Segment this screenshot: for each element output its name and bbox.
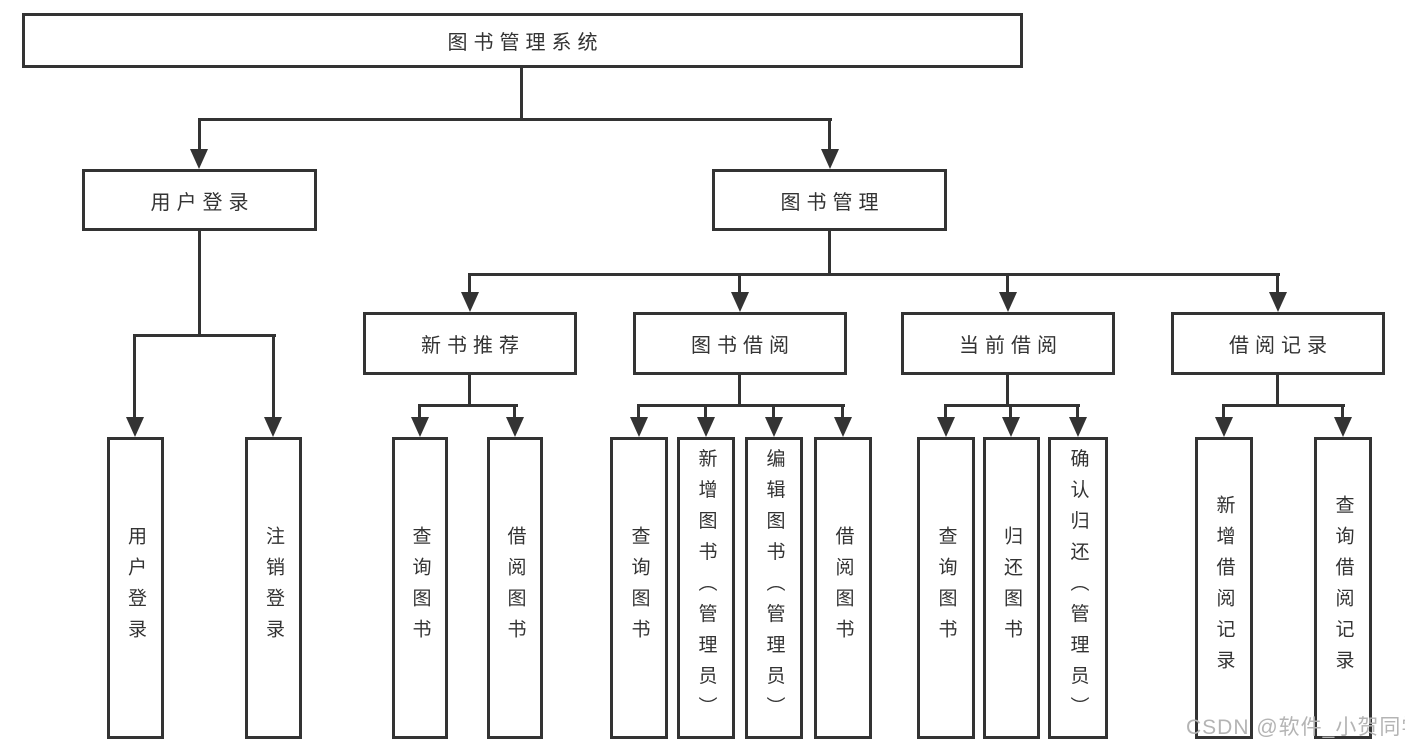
arrowhead-icon [937, 417, 955, 437]
arrowhead-icon [506, 417, 524, 437]
arrowhead-icon [834, 417, 852, 437]
node-new-book-recommend-label: 新书推荐 [421, 335, 525, 357]
leaf-logout: 注销登录 [245, 437, 302, 739]
arrowhead-icon [190, 149, 208, 169]
arrowhead-icon [1002, 417, 1020, 437]
connector-records-branch [1222, 404, 1345, 407]
leaf-borrowing-query-books: 查询图书 [610, 437, 668, 739]
connector-recommend-branch [418, 404, 518, 407]
leaf-add-books-admin: 新增图书（管理员） [677, 437, 735, 739]
connector-book-mgmt-drop-2 [738, 273, 741, 299]
leaf-edit-books-admin: 编辑图书（管理员） [745, 437, 803, 739]
node-current-borrowing-label: 当前借阅 [959, 335, 1063, 357]
connector-book-mgmt-drop-1 [468, 273, 471, 299]
connector-current-drop-2 [1009, 404, 1012, 419]
node-book-management-label: 图书管理 [780, 191, 885, 214]
leaf-query-borrow-record: 查询借阅记录 [1314, 437, 1372, 739]
leaf-borrowing-query-books-label: 查询图书 [628, 526, 650, 650]
leaf-confirm-return-admin: 确认归还（管理员） [1048, 437, 1108, 739]
node-library-system: 图书管理系统 [22, 13, 1023, 68]
connector-current-stem [1006, 375, 1009, 407]
csdn-watermark: CSDN @软件_小贺同学 [1186, 716, 1405, 739]
arrowhead-icon [264, 417, 282, 437]
connector-book-mgmt-stem [828, 231, 831, 276]
connector-borrowing-branch [637, 404, 845, 407]
connector-borrowing-drop-2 [704, 404, 707, 419]
connector-root-branch [198, 118, 832, 121]
node-user-login: 用户登录 [82, 169, 317, 231]
leaf-user-login-label: 用户登录 [125, 526, 146, 650]
connector-records-drop-2 [1341, 404, 1344, 419]
leaf-recommend-query-books: 查询图书 [392, 437, 448, 739]
connector-root-right-drop [828, 118, 831, 151]
arrowhead-icon [821, 149, 839, 169]
connector-root-left-drop [198, 118, 201, 151]
arrowhead-icon [1334, 417, 1352, 437]
leaf-query-borrow-record-label: 查询借阅记录 [1332, 495, 1354, 681]
connector-user-login-drop-2 [272, 334, 275, 420]
arrowhead-icon [1269, 292, 1287, 312]
leaf-recommend-query-books-label: 查询图书 [409, 526, 431, 650]
leaf-borrowing-borrow-books: 借阅图书 [814, 437, 872, 739]
node-book-management: 图书管理 [712, 169, 947, 231]
leaf-return-books: 归还图书 [983, 437, 1040, 739]
leaf-recommend-borrow-books-label: 借阅图书 [504, 526, 526, 650]
connector-current-branch [944, 404, 1080, 407]
connector-user-login-branch [134, 334, 276, 337]
connector-records-stem [1276, 375, 1279, 407]
arrowhead-icon [999, 292, 1017, 312]
connector-borrowing-drop-4 [841, 404, 844, 419]
leaf-recommend-borrow-books: 借阅图书 [487, 437, 543, 739]
connector-current-drop-1 [944, 404, 947, 419]
leaf-return-books-label: 归还图书 [1001, 526, 1022, 650]
connector-recommend-drop-2 [513, 404, 516, 419]
leaf-user-login: 用户登录 [107, 437, 164, 739]
arrowhead-icon [765, 417, 783, 437]
node-book-borrowing: 图书借阅 [633, 312, 847, 375]
connector-current-drop-3 [1076, 404, 1079, 419]
arrowhead-icon [697, 417, 715, 437]
arrowhead-icon [126, 417, 144, 437]
connector-user-login-drop-1 [133, 334, 136, 420]
connector-borrowing-drop-3 [772, 404, 775, 419]
arrowhead-icon [1215, 417, 1233, 437]
connector-borrowing-drop-1 [637, 404, 640, 419]
connector-book-mgmt-drop-4 [1276, 273, 1279, 299]
node-user-login-label: 用户登录 [150, 191, 255, 214]
arrowhead-icon [630, 417, 648, 437]
connector-user-login-stem [198, 231, 201, 337]
node-current-borrowing: 当前借阅 [901, 312, 1115, 375]
leaf-add-books-admin-label: 新增图书（管理员） [695, 448, 717, 728]
arrowhead-icon [461, 292, 479, 312]
node-borrowing-records: 借阅记录 [1171, 312, 1385, 375]
leaf-current-query-books: 查询图书 [917, 437, 975, 739]
arrowhead-icon [411, 417, 429, 437]
node-new-book-recommend: 新书推荐 [363, 312, 577, 375]
connector-book-mgmt-branch [469, 273, 1280, 276]
leaf-edit-books-admin-label: 编辑图书（管理员） [763, 448, 785, 728]
arrowhead-icon [731, 292, 749, 312]
node-borrowing-records-label: 借阅记录 [1229, 335, 1333, 357]
node-library-system-label: 图书管理系统 [447, 32, 604, 54]
arrowhead-icon [1069, 417, 1087, 437]
connector-recommend-stem [468, 375, 471, 407]
leaf-logout-label: 注销登录 [263, 526, 284, 650]
connector-records-drop-1 [1222, 404, 1225, 419]
connector-borrowing-stem [738, 375, 741, 407]
leaf-add-borrow-record-label: 新增借阅记录 [1213, 495, 1235, 681]
leaf-borrowing-borrow-books-label: 借阅图书 [832, 526, 854, 650]
leaf-confirm-return-admin-label: 确认归还（管理员） [1067, 448, 1089, 728]
connector-recommend-drop-1 [418, 404, 421, 419]
node-book-borrowing-label: 图书借阅 [691, 335, 795, 357]
leaf-current-query-books-label: 查询图书 [935, 526, 957, 650]
connector-root-stem [520, 68, 523, 119]
leaf-add-borrow-record: 新增借阅记录 [1195, 437, 1253, 739]
connector-book-mgmt-drop-3 [1006, 273, 1009, 299]
